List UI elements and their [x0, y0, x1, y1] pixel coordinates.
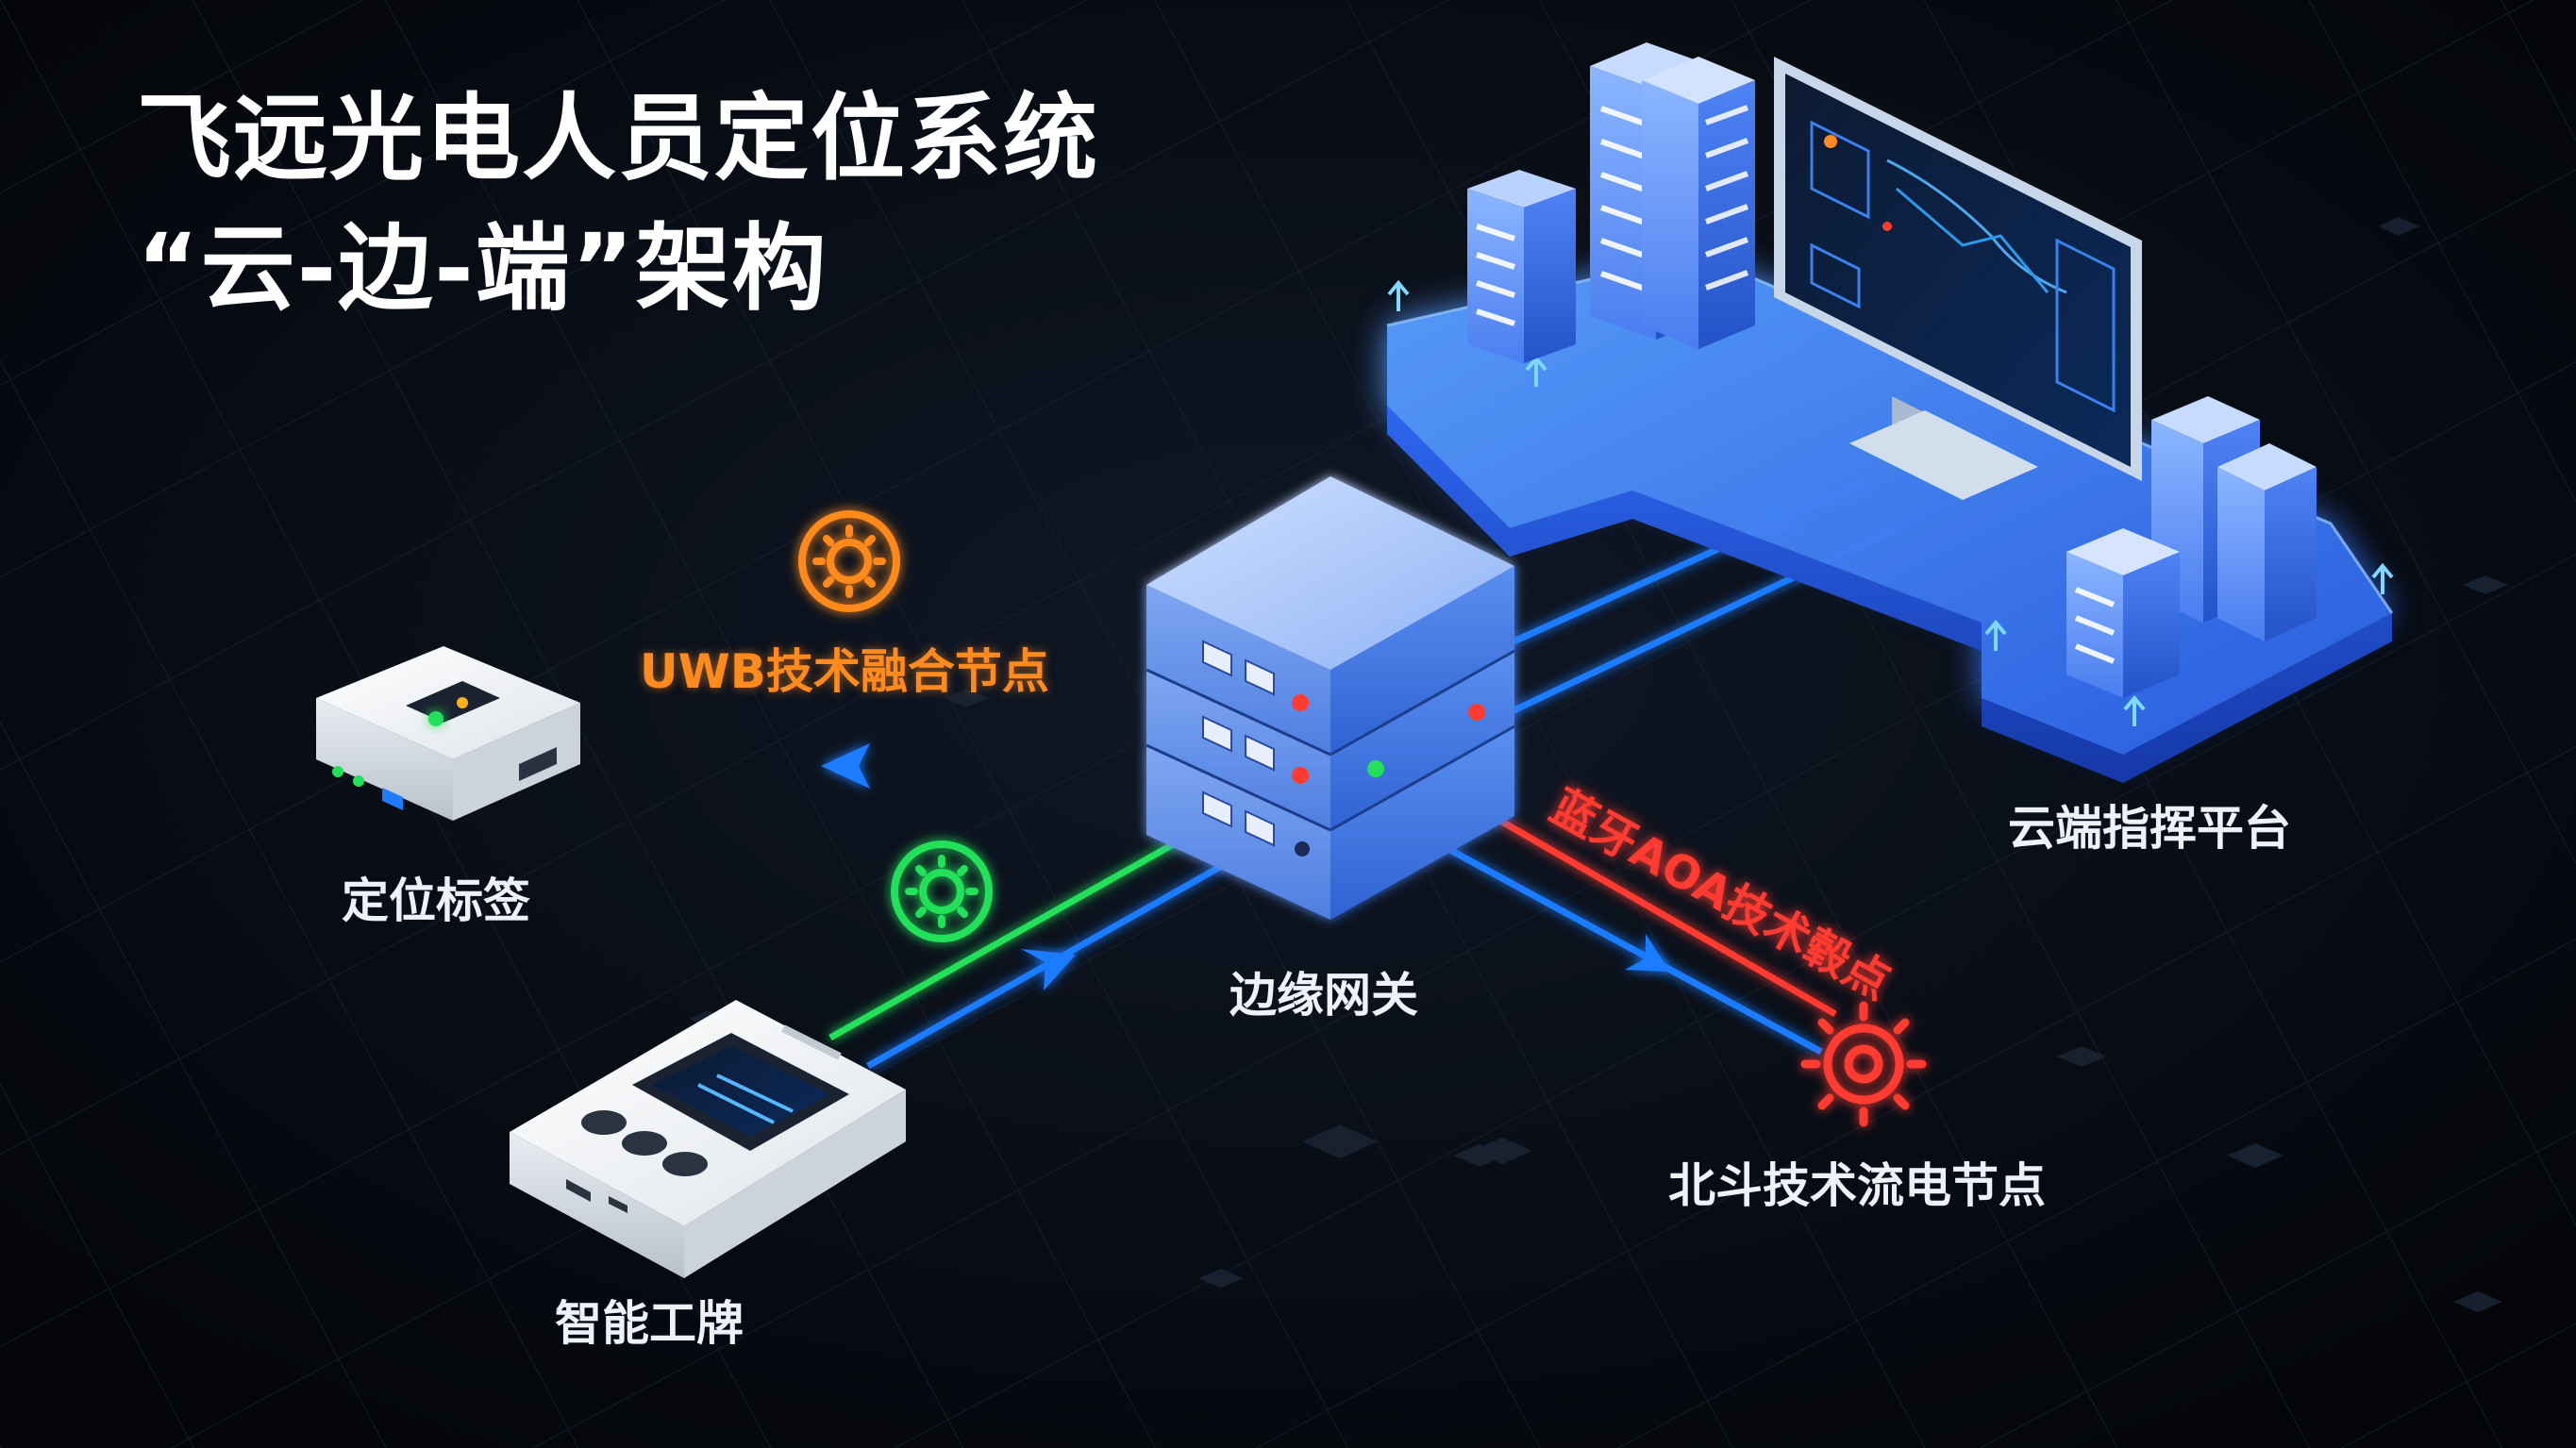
link-badge-green — [828, 826, 1200, 1041]
title-line-1: 飞远光电人员定位系统 — [137, 83, 1099, 193]
node-label-positioning-tag: 定位标签 — [342, 874, 530, 928]
arrow-to-beidou — [1625, 934, 1670, 972]
sun-icon-orange — [798, 510, 900, 612]
sun-icon-green — [891, 841, 993, 942]
link-beidou-blue — [1447, 845, 1823, 1056]
arrow-to-tag — [821, 743, 870, 789]
sun-icon-red — [1800, 1001, 1927, 1127]
title-line-2: “云-边-端”架构 — [137, 213, 828, 324]
link-label-uwb: UWB技术融合节点 — [640, 644, 1049, 699]
node-label-beidou: 北斗技术流电节点 — [1668, 1158, 2046, 1213]
arrow-to-gateway — [1021, 949, 1076, 990]
node-label-smart-badge: 智能工牌 — [555, 1296, 744, 1351]
server-rack-icon — [1146, 476, 1515, 920]
link-bluetooth-red — [1498, 817, 1837, 1018]
cloud-server-tower-1 — [1467, 170, 1576, 363]
node-label-cloud-platform: 云端指挥平台 — [2008, 801, 2291, 856]
node-label-edge-gateway: 边缘网关 — [1229, 968, 1418, 1023]
cloud-server-tower-6 — [2066, 528, 2180, 698]
monitor-dashboard-icon — [1774, 57, 2142, 500]
tag-device-icon — [316, 646, 580, 821]
cloud-server-tower-3 — [1642, 57, 1755, 349]
page-title: 飞远光电人员定位系统 “云-边-端”架构 — [137, 74, 1099, 334]
badge-device-icon — [510, 1000, 906, 1278]
cloud-server-tower-5 — [2217, 443, 2317, 641]
